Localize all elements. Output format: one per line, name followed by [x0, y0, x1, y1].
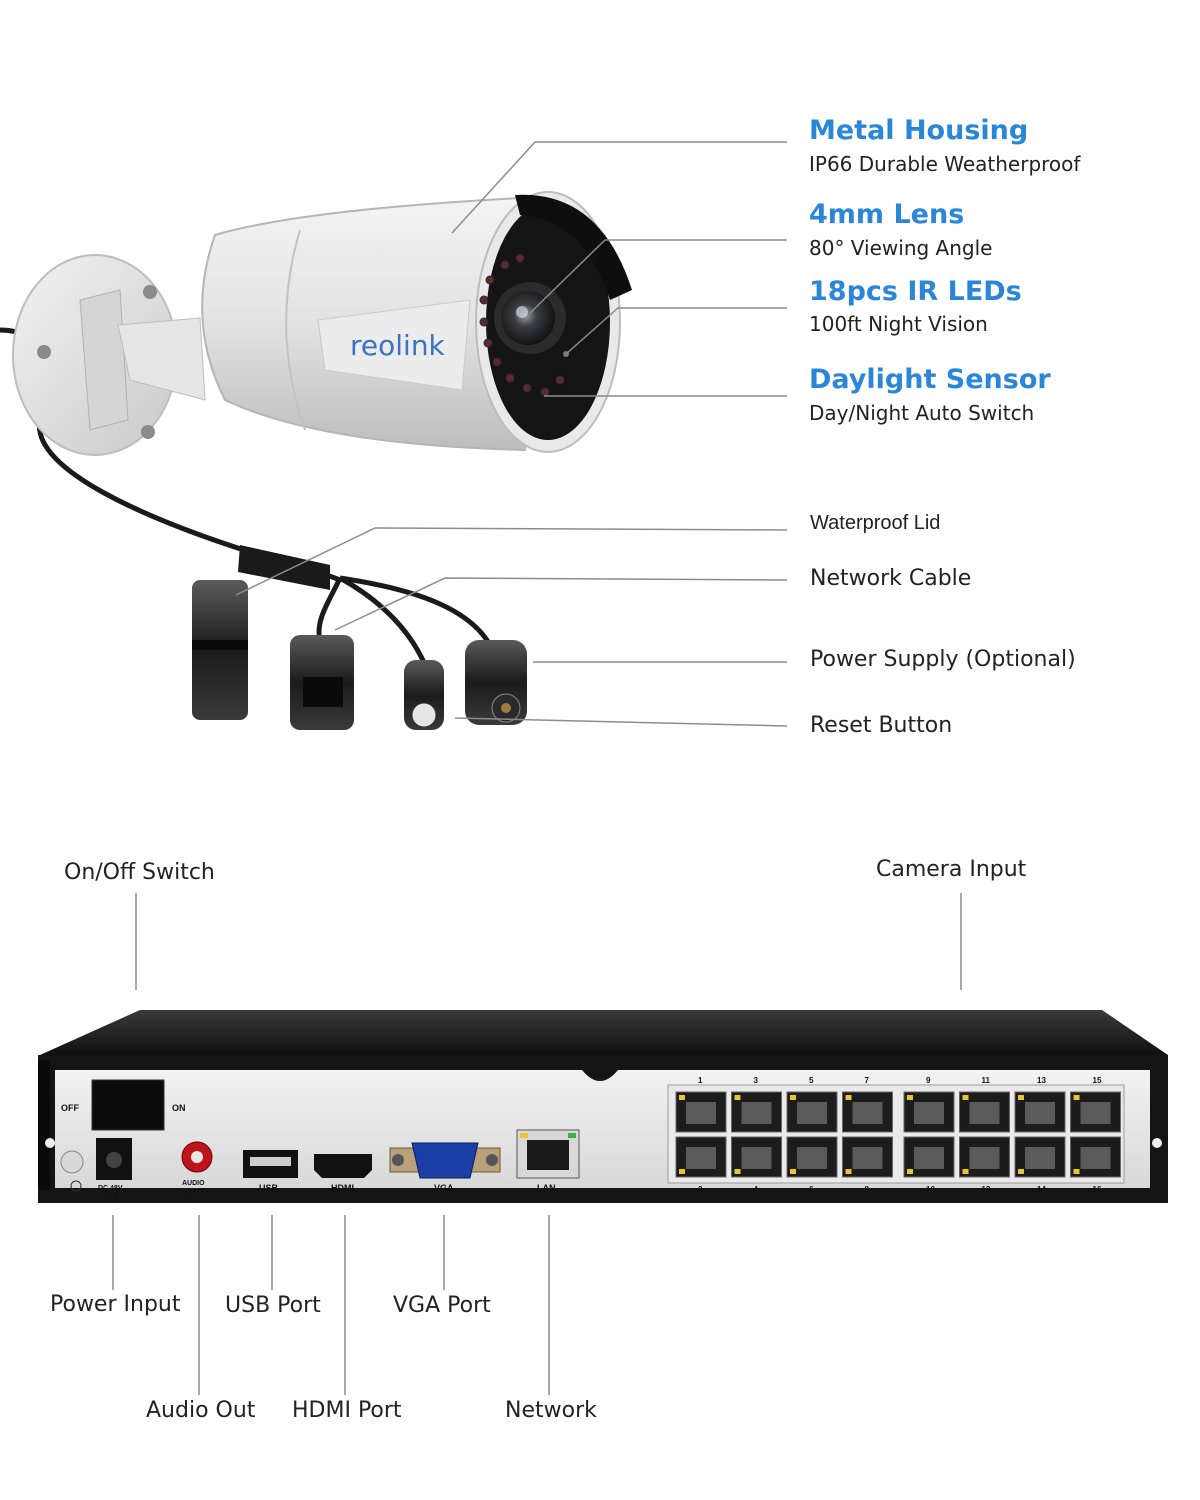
svg-text:OFF: OFF [61, 1103, 79, 1113]
poe-port-contacts [797, 1102, 827, 1124]
poe-port-led [734, 1169, 741, 1174]
poe-port-led [790, 1169, 796, 1174]
poe-port-contacts [852, 1102, 883, 1124]
poe-port-contacts [1080, 1147, 1111, 1169]
poe-port-led [1073, 1095, 1080, 1100]
port-number-top: 13 [1037, 1076, 1046, 1085]
label-hdmi-port: HDMI Port [292, 1398, 402, 1423]
svg-text:HDMI: HDMI [331, 1183, 354, 1193]
port-number-top: 11 [982, 1076, 991, 1085]
feature-subtitle-daylight-sensor: Day/Night Auto Switch [809, 401, 1035, 425]
poe-port-led [845, 1095, 852, 1100]
feature-subtitle-lens: 80° Viewing Angle [809, 236, 993, 260]
nvr-recorder: OFF ON DC 48V IN AUDIO OUT USB HDMI VGA [38, 1010, 1168, 1203]
wall-mount [12, 254, 206, 456]
port-number-top: 1 [698, 1076, 703, 1085]
port-number-bottom: 10 [926, 1185, 935, 1194]
reolink-logo: reolink [350, 329, 446, 362]
label-on-off-switch: On/Off Switch [64, 860, 215, 885]
svg-text:DC 48V: DC 48V [98, 1185, 123, 1192]
svg-text:LAN: LAN [537, 1183, 556, 1193]
poe-port-led [962, 1169, 969, 1174]
power-switch[interactable] [91, 1079, 165, 1131]
feature-title-lens: 4mm Lens [809, 199, 965, 230]
port-number-bottom: 6 [809, 1185, 814, 1194]
poe-port-contacts [1025, 1147, 1055, 1169]
poe-port-led [907, 1169, 913, 1174]
poe-port-contacts [914, 1102, 944, 1124]
poe-port-led [790, 1095, 796, 1100]
label-network: Network [505, 1398, 597, 1423]
port-number-bottom: 8 [865, 1185, 870, 1194]
svg-text:ON: ON [172, 1103, 186, 1113]
poe-port-contacts [969, 1147, 1000, 1169]
poe-port-led [679, 1095, 685, 1100]
port-number-bottom: 16 [1093, 1185, 1102, 1194]
reset-connector [404, 660, 444, 730]
svg-text:IN: IN [110, 1193, 117, 1200]
label-waterproof-lid: Waterproof Lid [810, 512, 941, 534]
port-number-bottom: 12 [982, 1185, 991, 1194]
feature-title-daylight-sensor: Daylight Sensor [809, 364, 1051, 395]
poe-port-led [1018, 1095, 1024, 1100]
poe-port-contacts [1080, 1102, 1111, 1124]
poe-port-contacts [797, 1147, 827, 1169]
label-usb-port: USB Port [225, 1293, 321, 1318]
port-number-top: 7 [865, 1076, 870, 1085]
port-number-top: 9 [926, 1076, 931, 1085]
waterproof-lid [192, 580, 248, 720]
feature-title-ir-leds: 18pcs IR LEDs [809, 276, 1022, 307]
poe-port-contacts [969, 1102, 1000, 1124]
power-connector [465, 640, 527, 725]
port-number-bottom: 14 [1037, 1185, 1046, 1194]
poe-port-led [679, 1169, 685, 1174]
feature-subtitle-ir-leds: 100ft Night Vision [809, 312, 988, 336]
poe-port-contacts [741, 1102, 772, 1124]
label-audio-out: Audio Out [146, 1398, 256, 1423]
label-vga-port: VGA Port [393, 1293, 491, 1318]
feature-title-metal-housing: Metal Housing [809, 115, 1029, 146]
poe-port-contacts [852, 1147, 883, 1169]
port-number-top: 3 [754, 1076, 759, 1085]
poe-port-contacts [914, 1147, 944, 1169]
svg-text:USB: USB [259, 1183, 279, 1193]
poe-port-led [1018, 1169, 1024, 1174]
label-power-supply: Power Supply (Optional) [810, 647, 1076, 672]
network-connector [290, 635, 354, 730]
port-number-bottom: 2 [698, 1185, 703, 1194]
label-power-input: Power Input [50, 1292, 181, 1317]
vga-socket[interactable] [411, 1142, 479, 1179]
poe-port-led [1073, 1169, 1080, 1174]
feature-subtitle-metal-housing: IP66 Durable Weatherproof [809, 152, 1081, 176]
svg-text:OUT: OUT [188, 1189, 204, 1196]
poe-port-led [907, 1095, 913, 1100]
svg-text:AUDIO: AUDIO [182, 1180, 205, 1187]
label-reset-button: Reset Button [810, 713, 953, 738]
port-number-top: 15 [1093, 1076, 1102, 1085]
poe-port-led [962, 1095, 969, 1100]
port-number-top: 5 [809, 1076, 814, 1085]
poe-port-contacts [741, 1147, 772, 1169]
poe-port-led [734, 1095, 741, 1100]
camera-body [201, 191, 632, 453]
label-network-cable: Network Cable [810, 566, 972, 591]
poe-port-contacts [1025, 1102, 1055, 1124]
poe-port-led [845, 1169, 852, 1174]
port-number-bottom: 4 [754, 1185, 759, 1194]
poe-port-contacts [686, 1147, 716, 1169]
poe-port-contacts [686, 1102, 716, 1124]
hdmi-socket[interactable] [314, 1154, 372, 1178]
label-camera-input: Camera Input [876, 857, 1027, 882]
svg-text:VGA: VGA [434, 1183, 454, 1193]
